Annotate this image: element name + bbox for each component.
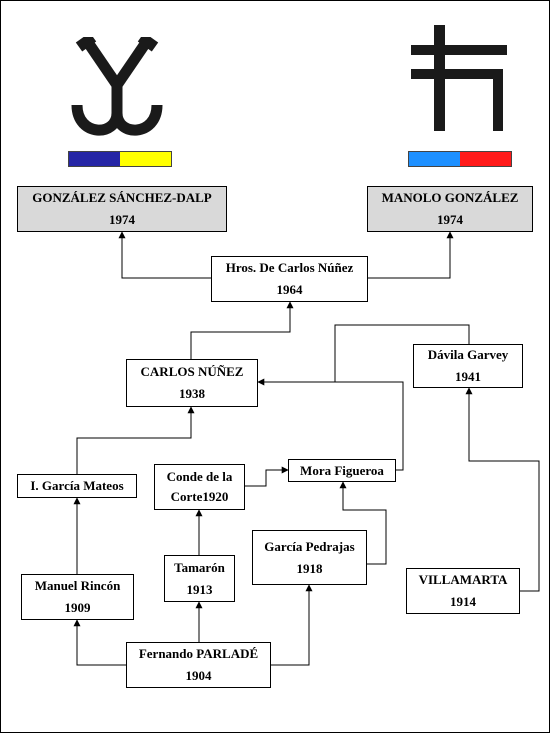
node-name: GONZÁLEZ SÁNCHEZ-DALP: [32, 190, 212, 205]
node-hros-carlos-nunez: Hros. De Carlos Núñez 1964: [211, 256, 368, 302]
node-name: Hros. De Carlos Núñez: [225, 260, 354, 275]
node-name: Conde de la: [166, 469, 233, 484]
node-mora-figueroa: Mora Figueroa: [288, 459, 396, 482]
node-name: I. García Mateos: [30, 478, 124, 493]
link-corte-mora: [245, 466, 289, 487]
link-hros-manolo: [368, 231, 454, 279]
cross-brand-icon: [411, 25, 507, 131]
node-name: MANOLO GONZÁLEZ: [381, 190, 519, 205]
node-year: 1914: [450, 594, 476, 609]
node-tamaron: Tamarón 1913: [164, 555, 235, 602]
node-name: VILLAMARTA: [418, 572, 508, 587]
node-year: 1974: [109, 212, 135, 227]
ganaderia-flag-left: [68, 151, 172, 167]
link-carlos-hros: [190, 301, 294, 359]
link-villamarta-davila: [465, 387, 540, 592]
ganaderia-flag-right: [408, 151, 512, 167]
node-gonzalez-sanchez-dalp: GONZÁLEZ SÁNCHEZ-DALP 1974: [17, 186, 227, 232]
flag-left-color-1: [69, 152, 120, 166]
node-davila-garvey: Dávila Garvey 1941: [413, 344, 523, 388]
node-year: 1938: [179, 386, 205, 401]
flag-right-color-2: [460, 152, 511, 166]
node-year: 1964: [276, 282, 303, 297]
node-carlos-nunez: CARLOS NÚÑEZ 1938: [126, 359, 258, 407]
node-i-garcia-mateos: I. García Mateos: [17, 474, 137, 498]
node-fernando-parlade: Fernando PARLADÉ 1904: [126, 642, 271, 688]
link-parlade-pedrajas: [271, 584, 313, 666]
link-davila-hros: [334, 324, 470, 382]
node-villamarta: VILLAMARTA 1914: [406, 568, 520, 614]
flag-right-color-1: [409, 152, 460, 166]
node-year: 1913: [186, 581, 213, 597]
node-conde-de-la-corte: Conde de la Corte1920: [154, 464, 245, 510]
node-name: Dávila Garvey: [427, 347, 509, 362]
node-year: 1918: [296, 560, 323, 576]
node-year: 1941: [455, 369, 481, 384]
node-name: Manuel Rincón: [34, 578, 121, 593]
node-manolo-gonzalez: MANOLO GONZÁLEZ 1974: [367, 186, 533, 232]
link-mateos-carlos: [76, 406, 195, 474]
link-hros-gonzalez: [118, 231, 211, 279]
node-year: Corte1920: [170, 489, 229, 504]
node-year: 1974: [437, 212, 463, 227]
link-pedrajas-mora: [339, 481, 387, 565]
node-name: García Pedrajas: [264, 538, 355, 554]
node-garcia-pedrajas: García Pedrajas 1918: [252, 530, 367, 585]
node-name: CARLOS NÚÑEZ: [140, 364, 244, 379]
node-name: Tamarón: [174, 559, 225, 575]
ancla-brand-icon: [71, 37, 163, 136]
node-name: Mora Figueroa: [300, 462, 384, 478]
link-parlade-rincon: [73, 619, 126, 666]
flag-left-color-2: [120, 152, 171, 166]
node-name: Fernando PARLADÉ: [138, 646, 259, 661]
node-year: 1904: [185, 668, 212, 683]
node-year: 1909: [64, 600, 91, 615]
link-mora-carlos: [257, 378, 404, 471]
node-manuel-rincon: Manuel Rincón 1909: [21, 574, 134, 620]
